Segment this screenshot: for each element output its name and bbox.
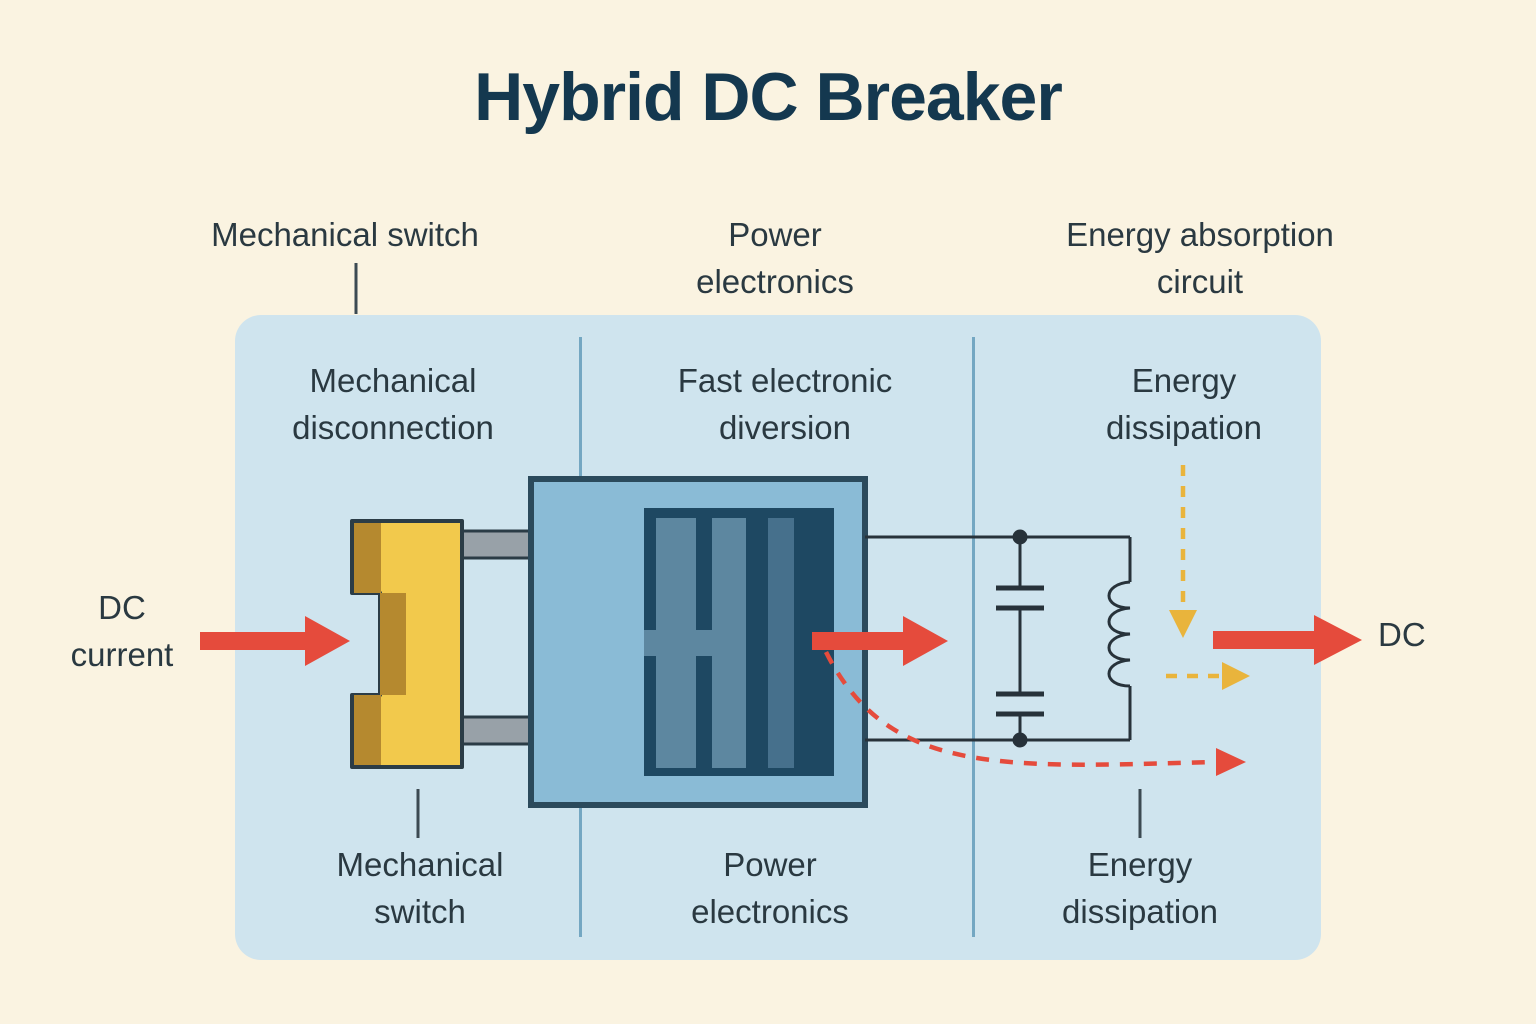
section-divider-left: [579, 337, 582, 937]
section-divider-right: [972, 337, 975, 937]
page-title: Hybrid DC Breaker: [474, 59, 1063, 135]
section-header-mechanical-disconnection: Mechanical disconnection: [292, 362, 494, 446]
top-label-power-electronics: Power electronics: [696, 216, 854, 300]
top-label-energy-absorption: Energy absorption circuit: [1066, 216, 1334, 300]
top-label-mechanical-switch: Mechanical switch: [211, 216, 479, 253]
section-header-fast-electronic-diversion: Fast electronic diversion: [677, 362, 893, 446]
footer-mechanical-switch: Mechanical switch: [336, 846, 504, 930]
footer-power-electronics: Power electronics: [691, 846, 849, 930]
dc-output-label: DC: [1378, 616, 1426, 653]
footer-energy-dissipation: Energy dissipation: [1062, 846, 1218, 930]
section-header-energy-dissipation: Energy dissipation: [1106, 362, 1262, 446]
dc-current-label: DC current: [70, 589, 174, 673]
